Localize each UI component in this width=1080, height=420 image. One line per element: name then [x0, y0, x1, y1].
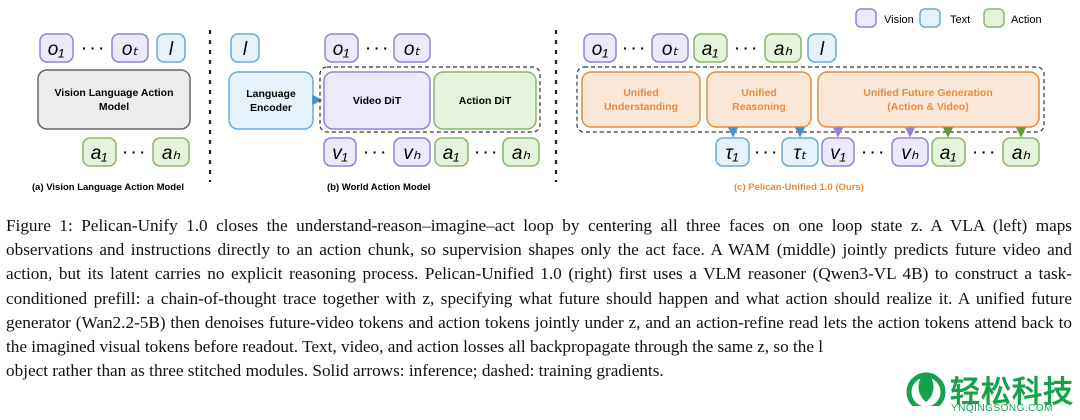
- video-dit-box: [323, 71, 431, 130]
- out-act-token-last: [1002, 137, 1040, 167]
- act-ellipsis: · · ·: [735, 40, 757, 56]
- out-act-token-first-label: a₁: [940, 143, 957, 164]
- obs-token-last: [111, 33, 149, 63]
- action-dit-box: [433, 71, 537, 130]
- unified-generation-label-1: Unified Future Generation: [863, 87, 993, 99]
- unified-generation-box: [817, 71, 1040, 128]
- tau-token-last-label: τₜ: [794, 143, 807, 164]
- legend-vision-label: Vision: [884, 14, 914, 26]
- language-encoder-box: [228, 71, 314, 130]
- tau-token-last: [781, 137, 819, 167]
- tau-ellipsis: · · ·: [755, 144, 777, 160]
- vid-ellipsis: · · ·: [364, 144, 386, 160]
- unified-group-frame: [576, 66, 1045, 133]
- obs-token-first-label: o₁: [333, 39, 350, 60]
- panel-pelican: o₁ · · · oₜ a₁ · · · aₕ l Unified Unders…: [576, 33, 1045, 193]
- obs-token-first: [583, 33, 617, 63]
- vla-model-label-2: Model: [99, 101, 129, 113]
- act-token-last-label: aₕ: [162, 143, 181, 164]
- legend-vision-swatch: [855, 8, 877, 28]
- out-act-token-last-label: aₕ: [1012, 143, 1031, 164]
- panel-c-caption: (c) Pelican-Unified 1.0 (Ours): [734, 182, 864, 193]
- obs-token-first-label: o₁: [592, 39, 609, 60]
- vid-token-last-label: vₕ: [901, 143, 919, 164]
- obs-ellipsis: · · ·: [366, 40, 388, 56]
- act-token-first-label: a₁: [443, 143, 460, 164]
- obs-token-last: [651, 33, 689, 63]
- panel-wam: l o₁ · · · oₜ Language Encoder Video DiT…: [228, 33, 541, 193]
- legend-text-swatch: [919, 8, 941, 28]
- legend: Vision Text Action: [855, 8, 1042, 28]
- unified-reasoning-label-2: Reasoning: [732, 101, 786, 113]
- instruction-token: [156, 33, 186, 63]
- act-token-last-label: aₕ: [512, 143, 531, 164]
- vid-token-last-label: vₕ: [403, 143, 421, 164]
- action-dit-label: Action DiT: [459, 95, 512, 107]
- output-arrows: [727, 127, 1027, 138]
- legend-action-label: Action: [1011, 14, 1042, 26]
- out-act-ellipsis: · · ·: [973, 144, 995, 160]
- language-encoder-label-1: Language: [246, 88, 296, 100]
- vla-model-label-1: Vision Language Action: [54, 87, 173, 99]
- vid-token-first-label: v₁: [332, 143, 348, 164]
- unified-understanding-label-2: Understanding: [604, 101, 678, 113]
- obs-ellipsis: · · ·: [82, 40, 104, 56]
- act-token-first: [82, 137, 117, 167]
- unified-reasoning-box: [706, 71, 812, 128]
- vla-model-box: [37, 69, 191, 130]
- video-dit-label: Video DiT: [353, 95, 402, 107]
- watermark-site: YNQINGSONG.COM: [951, 403, 1054, 414]
- obs-token-first-label: o₁: [48, 39, 65, 60]
- dit-group-frame: [319, 66, 541, 133]
- figure-diagram: Vision Text Action o₁ · · · oₜ l Vision …: [32, 8, 1045, 193]
- vid-token-first-label: v₁: [830, 143, 846, 164]
- act-token-first: [693, 33, 728, 63]
- instruction-token: [807, 33, 837, 63]
- vid-ellipsis: · · ·: [862, 144, 884, 160]
- figure-caption-body: Figure 1: Pelican-Unify 1.0 closes the u…: [6, 216, 1072, 357]
- act-ellipsis: · · ·: [123, 144, 145, 160]
- obs-token-last: [393, 33, 431, 63]
- vid-token-last: [393, 137, 431, 167]
- out-act-token-first: [931, 137, 966, 167]
- obs-token-first: [39, 33, 74, 63]
- obs-token-last-label: oₜ: [122, 39, 139, 60]
- act-token-last-label: aₕ: [774, 39, 793, 60]
- legend-action-swatch: [983, 8, 1005, 28]
- leaf-logo-icon: [906, 372, 946, 416]
- obs-token-last-label: oₜ: [404, 39, 421, 60]
- unified-understanding-label-1: Unified: [623, 87, 659, 99]
- instruction-token-label: l: [243, 39, 248, 60]
- vid-token-first: [821, 137, 855, 167]
- tau-token-first-label: τ₁: [725, 143, 738, 164]
- instruction-token: [230, 33, 260, 63]
- vid-token-first: [323, 137, 357, 167]
- vid-token-last: [891, 137, 929, 167]
- tau-token-first: [715, 137, 750, 167]
- act-token-first: [434, 137, 469, 167]
- instruction-token-label: l: [820, 39, 825, 60]
- unified-generation-label-2: (Action & Video): [887, 101, 968, 113]
- panel-a-caption: (a) Vision Language Action Model: [32, 182, 184, 193]
- figure-caption-tail: object rather than as three stitched mod…: [6, 361, 664, 381]
- act-ellipsis: · · ·: [475, 144, 497, 160]
- obs-token-first: [324, 33, 359, 63]
- act-token-first-label: a₁: [91, 143, 108, 164]
- language-encoder-label-2: Encoder: [250, 102, 292, 114]
- act-token-last: [764, 33, 802, 63]
- watermark-logo: 轻松科技 YNQINGSONG.COM: [906, 366, 1078, 418]
- act-token-last: [502, 137, 540, 167]
- act-token-last: [152, 137, 190, 167]
- unified-reasoning-label-1: Unified: [741, 87, 777, 99]
- act-token-first-label: a₁: [702, 39, 719, 60]
- figure-caption: Figure 1: Pelican-Unify 1.0 closes the u…: [6, 214, 1072, 383]
- instruction-token-label: l: [169, 39, 174, 60]
- unified-understanding-box: [581, 71, 701, 128]
- legend-text-label: Text: [950, 14, 970, 26]
- panel-vla: o₁ · · · oₜ l Vision Language Action Mod…: [32, 33, 191, 193]
- obs-ellipsis: · · ·: [623, 40, 645, 56]
- panel-b-caption: (b) World Action Model: [327, 182, 430, 193]
- obs-token-last-label: oₜ: [662, 39, 679, 60]
- watermark-brand: 轻松科技: [950, 375, 1074, 410]
